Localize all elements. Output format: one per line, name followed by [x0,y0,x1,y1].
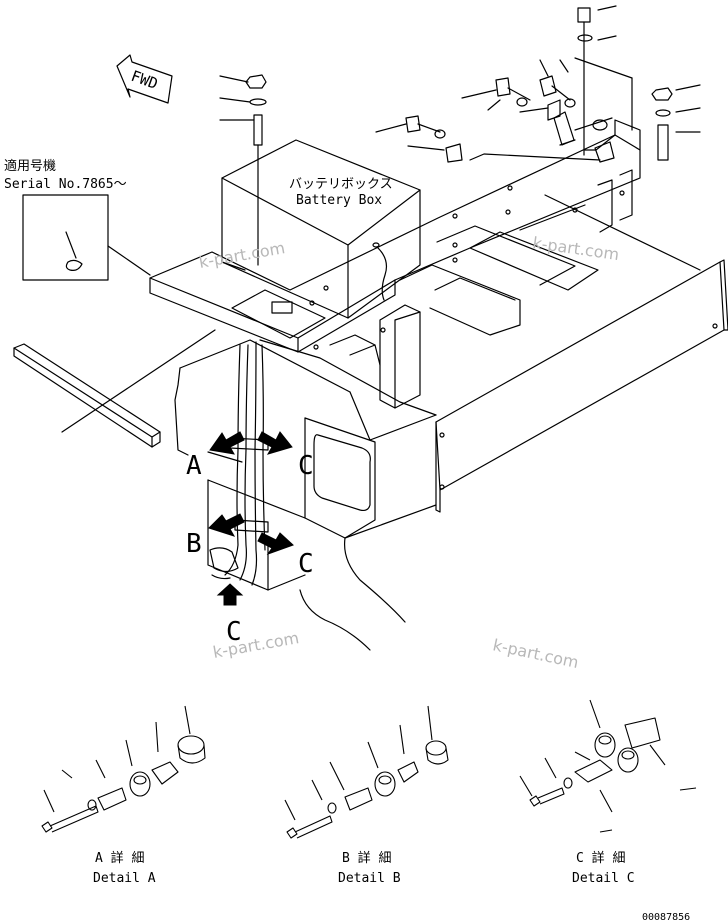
view-letter-b: B [186,529,202,559]
view-arrows [208,431,294,606]
watermark-2: k-part.com [531,233,620,264]
side-cover [435,194,728,513]
serial-detail-box [22,194,151,281]
detail-c-en: Detail C [572,871,635,886]
detail-a-en: Detail A [93,871,156,886]
detail-c-jp: C 詳 細 [576,850,625,866]
view-letter-c-side1: C [298,451,314,481]
detail-b-drawing [284,705,449,839]
detail-a-drawing [41,705,206,833]
left-hardware-stack [219,74,267,266]
watermark-3: k-part.com [211,628,300,662]
detail-b-en: Detail B [338,871,401,886]
wire-harness [209,341,269,586]
detail-c-drawing [519,699,697,833]
watermark-4: k-part.com [491,635,580,672]
serial-en: Serial No.7865～ [4,177,127,192]
cable [377,247,388,301]
battery-box-jp: バッテリボックス [289,177,393,192]
serial-jp: 適用号機 [4,158,56,174]
fwd-arrow-icon [116,54,173,104]
frame-plate [149,119,641,409]
battery-box [221,139,421,319]
view-letter-a: A [186,451,202,481]
drawing-number: 00087856 [642,912,690,923]
view-letter-c-main: C [226,617,242,647]
detail-b-jp: B 詳 細 [342,850,391,866]
frame-holes [309,185,718,490]
detail-a-jp: A 詳 細 [95,850,144,866]
battery-box-en: Battery Box [296,193,382,208]
long-bar [13,329,216,448]
right-hardware [375,5,701,163]
lower-body [174,339,437,651]
view-letter-c-side2: C [298,549,314,579]
